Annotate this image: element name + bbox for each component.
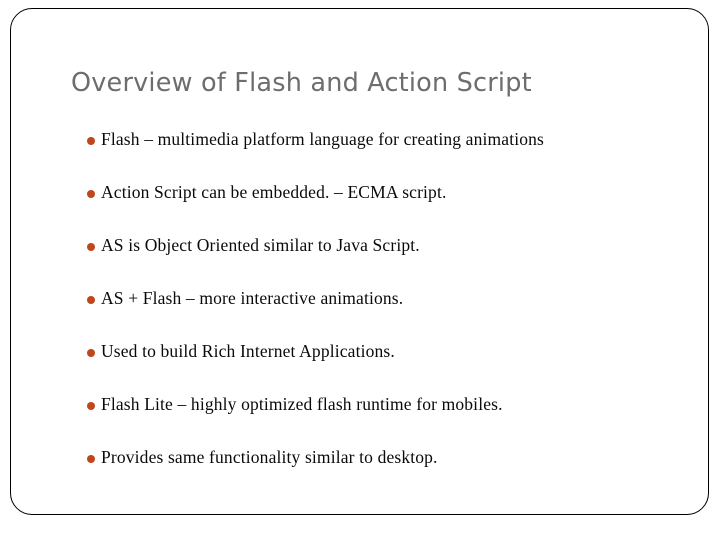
list-item-label: AS + Flash – more interactive animations… xyxy=(101,288,404,308)
list-item-label: Flash – multimedia platform language for… xyxy=(101,129,544,149)
bullet-dot-icon xyxy=(87,137,95,145)
list-item-label: Flash Lite – highly optimized flash runt… xyxy=(101,394,503,414)
list-item-label: AS is Object Oriented similar to Java Sc… xyxy=(101,235,420,255)
bullet-dot-icon xyxy=(87,243,95,251)
list-item-label: Action Script can be embedded. – ECMA sc… xyxy=(101,182,447,202)
list-item: AS + Flash – more interactive animations… xyxy=(86,288,698,341)
bullet-dot-icon xyxy=(87,455,95,463)
bullet-dot-icon xyxy=(87,190,95,198)
list-item: Flash – multimedia platform language for… xyxy=(86,129,698,182)
list-item-label: Used to build Rich Internet Applications… xyxy=(101,341,395,361)
list-item: Used to build Rich Internet Applications… xyxy=(86,341,698,394)
list-item-label: Provides same functionality similar to d… xyxy=(101,447,438,467)
bullet-list: Flash – multimedia platform language for… xyxy=(86,129,698,500)
page-title: Overview of Flash and Action Script xyxy=(71,68,532,98)
bullet-dot-icon xyxy=(87,402,95,410)
list-item: Flash Lite – highly optimized flash runt… xyxy=(86,394,698,447)
bullet-dot-icon xyxy=(87,296,95,304)
list-item: Action Script can be embedded. – ECMA sc… xyxy=(86,182,698,235)
list-item: Provides same functionality similar to d… xyxy=(86,447,698,500)
bullet-dot-icon xyxy=(87,349,95,357)
list-item: AS is Object Oriented similar to Java Sc… xyxy=(86,235,698,288)
